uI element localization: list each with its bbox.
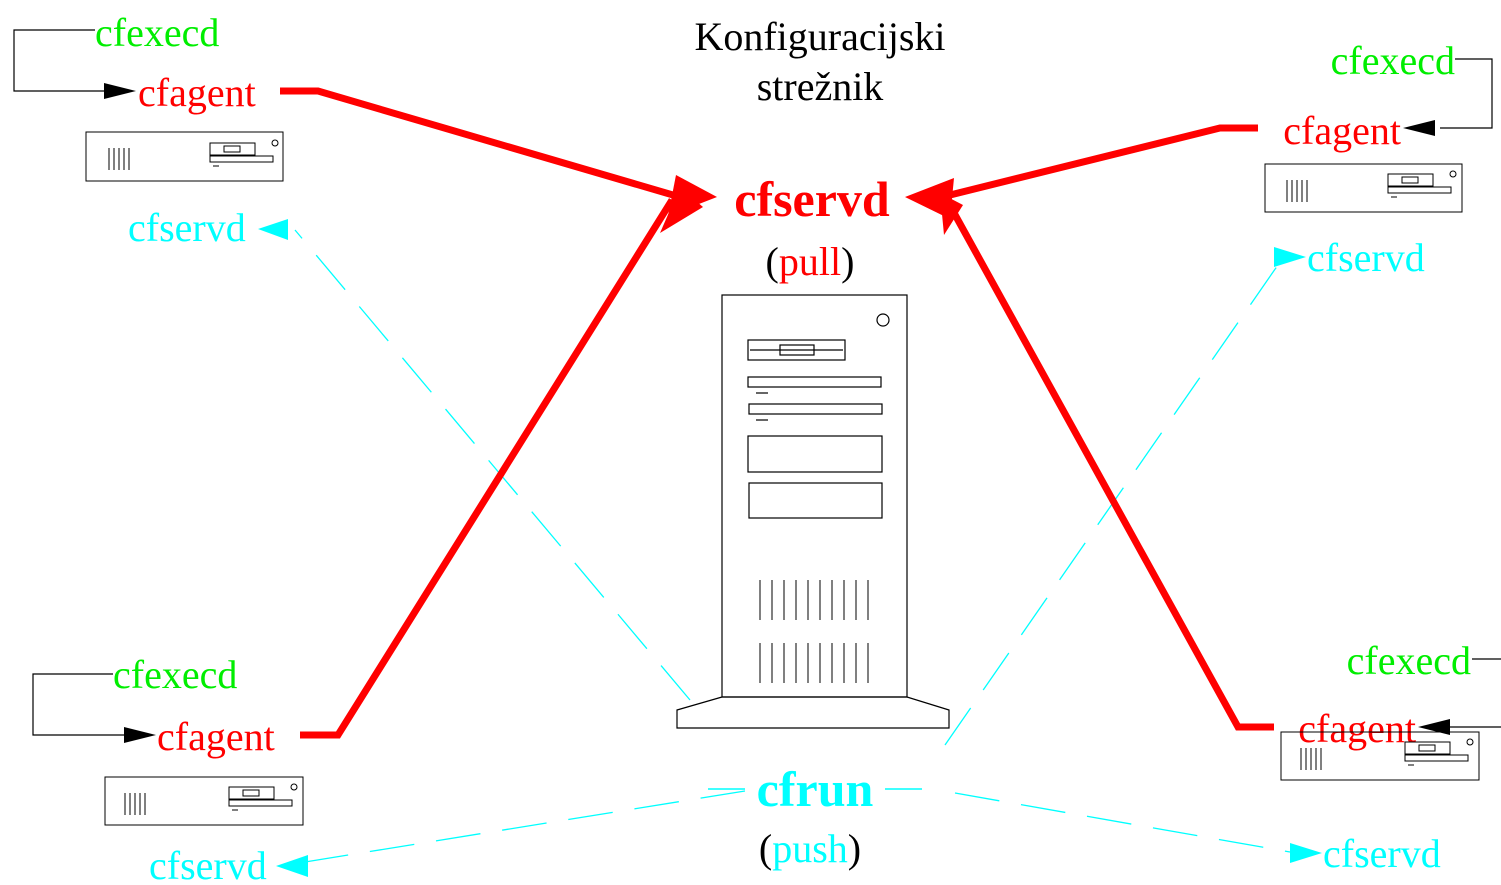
pull-lines (280, 87, 1274, 739)
desktop-server-icon (1264, 163, 1463, 213)
push-line-top-left (294, 229, 691, 701)
cfagent-label: cfagent (1283, 108, 1401, 153)
server-cfservd-label: cfservd (734, 171, 890, 227)
cfservd-label: cfservd (1307, 235, 1425, 280)
loop-arrowhead-top-right (1403, 120, 1435, 136)
cfexecd-label: cfexecd (1347, 638, 1471, 683)
cfexecd-label: cfexecd (95, 10, 219, 55)
client-top-left: cfexecd cfagent cfservd (13, 10, 288, 250)
push-arrowhead-top-right (1274, 247, 1306, 267)
pull-line-bottom-left (300, 198, 675, 739)
title-line-1: Konfiguracijski (694, 14, 945, 59)
push-line-bottom-left (304, 790, 746, 863)
cfservd-label: cfservd (1323, 831, 1441, 876)
desktop-server-icon (104, 776, 304, 826)
push-lines (294, 229, 1291, 863)
server-mode-label: (pull) (766, 239, 855, 284)
title-line-2: strežnik (757, 64, 884, 109)
client-bottom-right: cfexecd cfagent cfservd (1280, 638, 1501, 876)
loop-line-top-right (1440, 58, 1493, 129)
cfservd-label: cfservd (149, 843, 267, 885)
cfrun-label: cfrun (757, 761, 874, 817)
push-arrowhead-top-left (258, 219, 288, 240)
push-arrowhead-bottom-right (1290, 843, 1322, 863)
client-bottom-left: cfexecd cfagent cfservd (32, 652, 308, 885)
cfagent-label: cfagent (157, 714, 275, 759)
loop-arrowhead-bottom-right (1418, 719, 1450, 735)
pull-arrowhead-bottom-right (940, 193, 963, 235)
cfservd-label: cfservd (128, 205, 246, 250)
loop-line-top-left (13, 29, 105, 92)
desktop-server-icon (85, 131, 284, 182)
pull-line-top-left (280, 87, 691, 204)
cfexecd-label: cfexecd (113, 652, 237, 697)
push-mode-label: (push) (759, 826, 861, 871)
loop-arrowhead-top-left (104, 83, 136, 99)
pull-line-top-right (929, 124, 1258, 204)
push-line-bottom-right (954, 792, 1291, 853)
client-top-right: cfexecd cfagent cfservd (1264, 38, 1493, 280)
loop-arrowhead-bottom-left (124, 727, 156, 743)
pull-arrowhead-bottom-left (660, 187, 703, 233)
pull-line-bottom-right (944, 200, 1274, 731)
loop-line-bottom-left (32, 673, 125, 736)
desktop-server-icon (1280, 731, 1480, 781)
cfagent-label: cfagent (1298, 706, 1416, 751)
push-arrowhead-bottom-left (276, 855, 308, 877)
cfagent-label: cfagent (138, 70, 256, 115)
cfexecd-label: cfexecd (1331, 38, 1455, 83)
server-tower-icon (676, 294, 950, 729)
